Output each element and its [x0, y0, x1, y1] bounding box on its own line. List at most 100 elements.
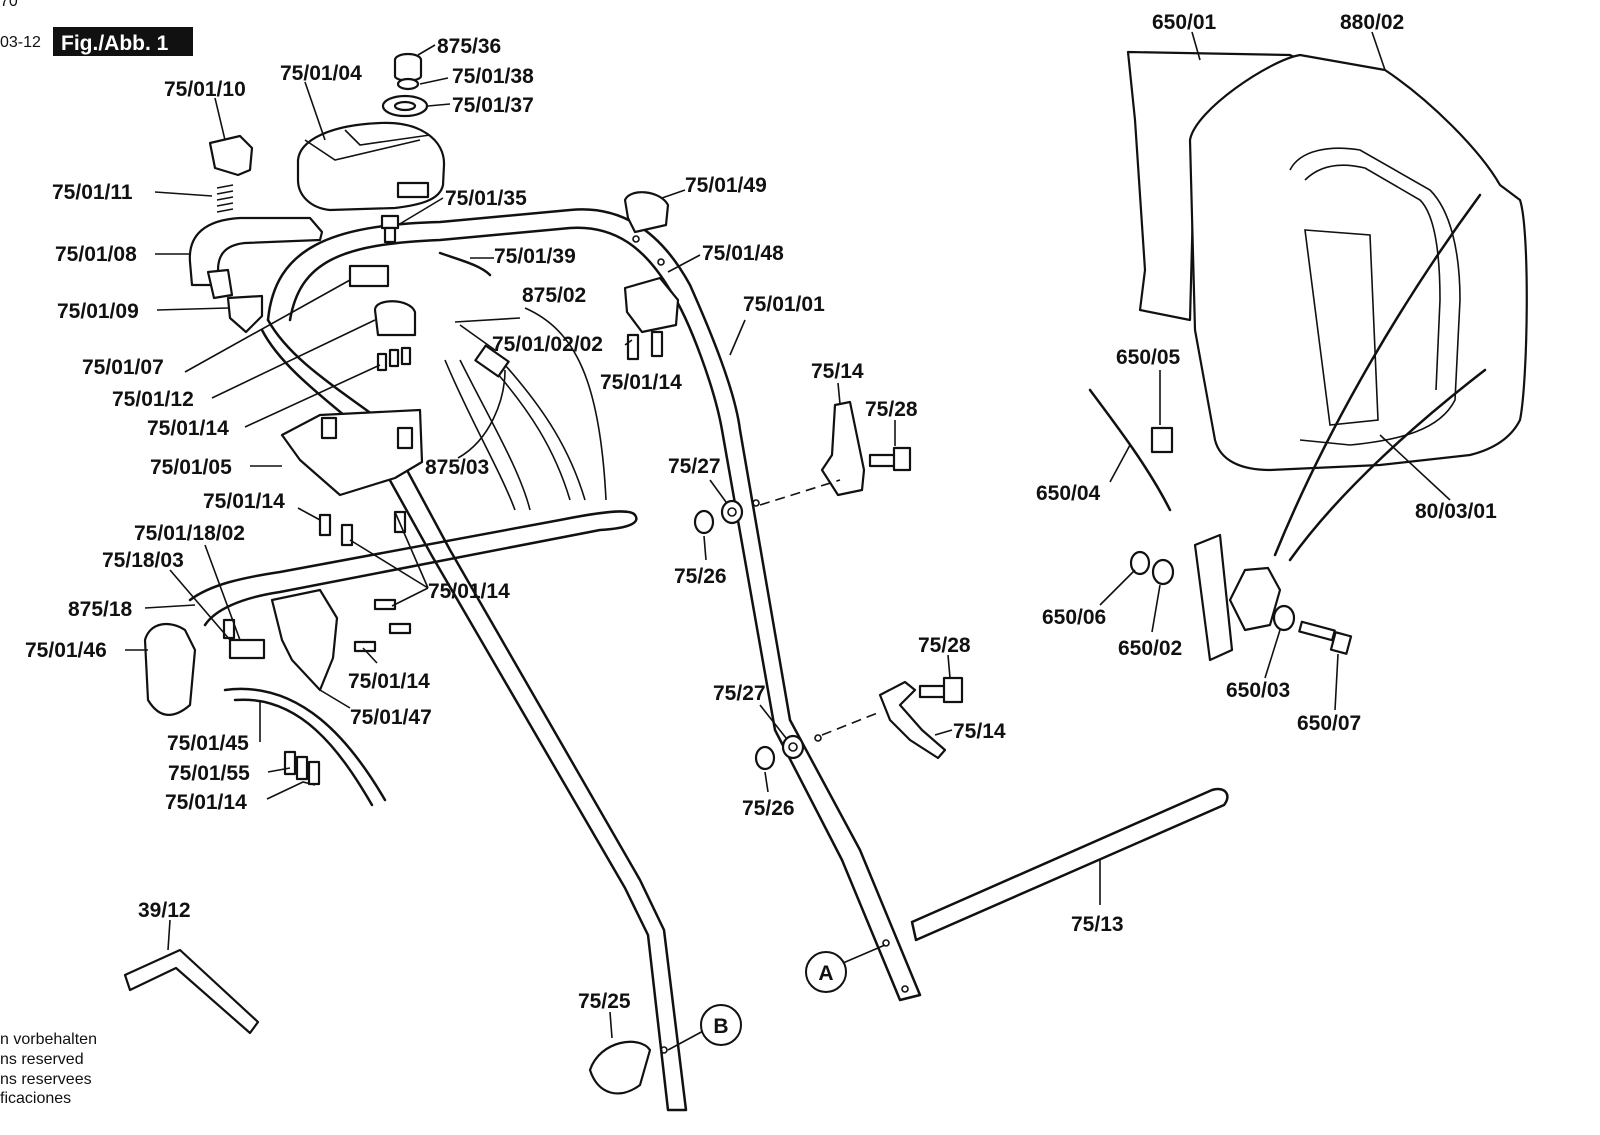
callout-b: B	[700, 1004, 742, 1046]
label-75-01-14-f: 75/01/14	[165, 791, 247, 814]
label-75-01-01: 75/01/01	[743, 293, 825, 316]
handle-frame-75-01-01	[266, 208, 922, 1002]
label-75-01-12: 75/01/12	[112, 388, 194, 411]
screws-75-01-55	[283, 750, 321, 786]
handle-lower-leg	[260, 318, 688, 1112]
label-75-13: 75/13	[1071, 913, 1124, 936]
label-650-01: 650/01	[1152, 11, 1217, 34]
handle-crossbar	[188, 510, 638, 627]
label-75-01-45: 75/01/45	[167, 732, 249, 755]
label-75-18-03: 75/18/03	[102, 549, 184, 572]
label-75-27-b: 75/27	[713, 682, 766, 705]
hinge-650-03	[1193, 533, 1296, 662]
label-650-07: 650/07	[1297, 712, 1361, 735]
leader-lines	[125, 31, 1451, 1051]
bracket-75-01-09	[226, 294, 264, 334]
bale-80-03-01	[1273, 193, 1487, 562]
cover-75-01-46	[143, 622, 197, 716]
washer-nut-75-27-75-26-lower	[754, 734, 805, 771]
label-75-01-04: 75/01/04	[280, 62, 362, 85]
label-75-01-02-02: 75/01/02/02	[492, 333, 603, 356]
cable-75-01-45	[223, 687, 387, 807]
label-75-28-b: 75/28	[918, 634, 971, 657]
label-75-01-10: 75/01/10	[164, 78, 246, 101]
housing-75-01-05	[280, 408, 424, 497]
bolt-75-28-upper	[868, 446, 912, 472]
svg-text:B: B	[713, 1015, 728, 1038]
label-75-01-49: 75/01/49	[685, 174, 767, 197]
bracket-75-01-47	[270, 588, 339, 692]
rod-75-13	[910, 787, 1229, 942]
label-75-01-14-c: 75/01/14	[203, 490, 285, 513]
strip-650-04	[1088, 388, 1172, 512]
label-75-01-37: 75/01/37	[452, 94, 534, 117]
label-875-36: 875/36	[437, 35, 501, 58]
bolt-650-07	[1298, 620, 1353, 655]
label-650-02: 650/02	[1118, 637, 1182, 660]
bracket-75-14-upper	[820, 400, 866, 497]
label-875-03: 875/03	[425, 456, 489, 479]
label-75-01-14-d: 75/01/14	[428, 580, 510, 603]
figure-title: Fig./Abb. 1	[61, 32, 169, 55]
label-75-14-a: 75/14	[811, 360, 864, 383]
nut-75-01-38	[396, 77, 420, 91]
label-75-01-39: 75/01/39	[494, 245, 576, 268]
hex-key-39-12	[123, 948, 260, 1035]
label-80-03-01: 80/03/01	[1415, 500, 1497, 523]
top-cover-75-01-04	[296, 121, 446, 212]
spring-75-01-39	[438, 251, 492, 277]
svg-text:n vorbehalten: n vorbehalten	[0, 1031, 97, 1048]
svg-text:ficaciones: ficaciones	[0, 1090, 71, 1107]
label-75-01-47: 75/01/47	[350, 706, 432, 729]
label-875-02: 875/02	[522, 284, 586, 307]
clip-75-01-12	[373, 300, 417, 337]
label-75-28-a: 75/28	[865, 398, 918, 421]
label-39-12: 39/12	[138, 899, 191, 922]
label-75-01-07: 75/01/07	[82, 356, 164, 379]
label-650-05: 650/05	[1116, 346, 1181, 369]
rights-notice: n vorbehalten ns reserved ns reservees f…	[0, 1031, 97, 1107]
label-75-26-a: 75/26	[674, 565, 727, 588]
lever-75-01-08	[188, 216, 324, 300]
svg-text:A: A	[818, 962, 833, 985]
label-75-01-09: 75/01/09	[57, 300, 139, 323]
label-75-01-14-e: 75/01/14	[348, 670, 430, 693]
label-75-01-08: 75/01/08	[55, 243, 137, 266]
label-75-01-14-a: 75/01/14	[147, 417, 229, 440]
bolt-75-28-lower	[918, 676, 964, 704]
label-650-04: 650/04	[1036, 482, 1101, 505]
grass-box-cover-880-02	[1188, 53, 1528, 472]
plug-650-05	[1150, 426, 1174, 454]
label-650-06: 650/06	[1042, 606, 1106, 629]
label-75-27-a: 75/27	[668, 455, 721, 478]
label-880-02: 880/02	[1340, 11, 1404, 34]
switch-75-01-07	[348, 264, 390, 288]
label-75-01-05: 75/01/05	[150, 456, 232, 479]
washer-nut-75-27-75-26-upper	[693, 499, 744, 535]
page-code: 70	[0, 0, 18, 10]
nut-washer-650-06-650-02	[1129, 550, 1175, 586]
cables	[444, 324, 586, 511]
spring-75-01-11	[216, 184, 234, 213]
date-code: 03-12	[0, 34, 41, 51]
washer-75-01-37	[381, 94, 429, 118]
knob-75-25	[588, 1040, 652, 1095]
label-75-01-35: 75/01/35	[445, 187, 527, 210]
figure-title-badge: Fig./Abb. 1	[53, 27, 193, 56]
label-875-18: 875/18	[68, 598, 133, 621]
label-75-01-18-02: 75/01/18/02	[134, 522, 245, 545]
clamp-75-01-48	[623, 276, 680, 361]
label-75-01-55: 75/01/55	[168, 762, 250, 785]
svg-text:ns reserved: ns reserved	[0, 1051, 84, 1068]
label-75-01-14-b: 75/01/14	[600, 371, 682, 394]
bracket-75-14-lower	[878, 680, 947, 760]
label-75-01-38: 75/01/38	[452, 65, 534, 88]
screws-75-01-14-top	[376, 346, 412, 372]
label-75-14-b: 75/14	[953, 720, 1006, 743]
clip-75-01-10	[208, 134, 254, 177]
cap-75-01-49	[623, 191, 670, 234]
label-650-03: 650/03	[1226, 679, 1290, 702]
label-75-01-11: 75/01/11	[52, 181, 133, 204]
part-labels: 875/36 75/01/04 75/01/38 75/01/37 75/01/…	[25, 11, 1497, 1013]
